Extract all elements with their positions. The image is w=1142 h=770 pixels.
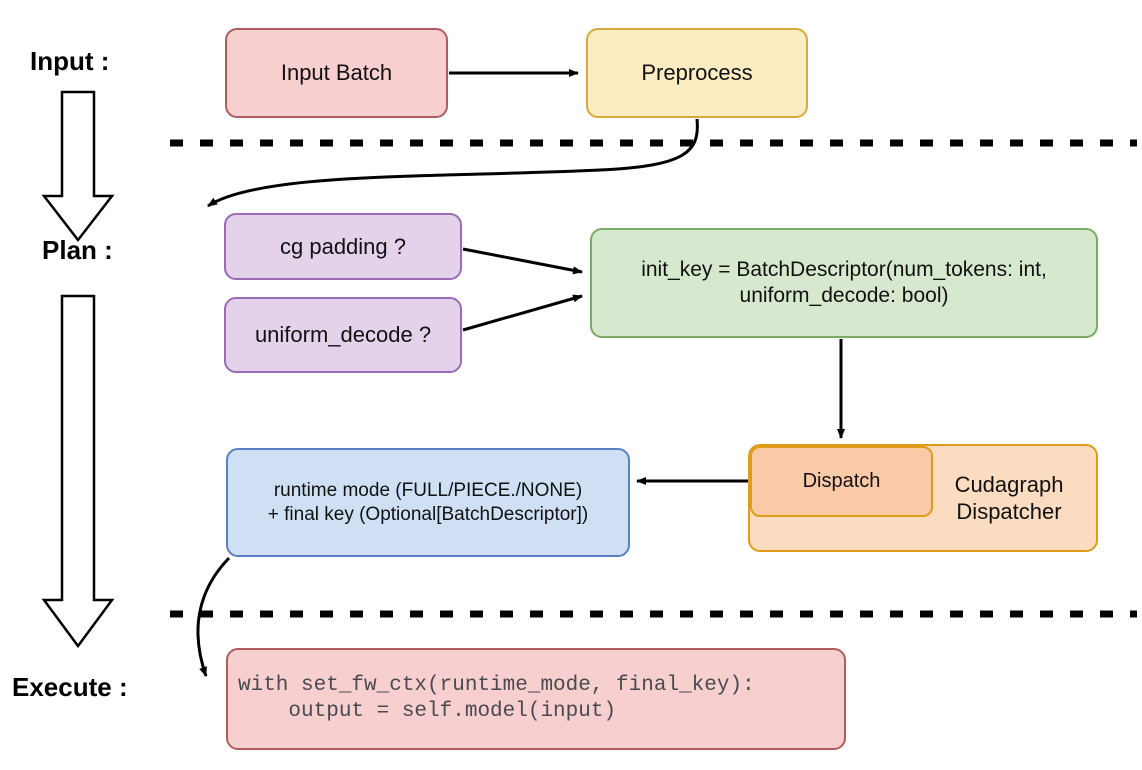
stage-label-plan: Plan : <box>42 235 113 265</box>
big-arrow-input-to-plan <box>41 90 115 243</box>
node-cg-padding-label: cg padding ? <box>280 233 406 259</box>
node-runtime-mode[interactable]: runtime mode (FULL/PIECE./NONE) + final … <box>226 448 630 557</box>
arrow-runtime-to-execute <box>196 556 231 677</box>
big-arrow-plan-to-execute <box>41 294 115 649</box>
stage-label-execute: Execute : <box>12 672 128 702</box>
node-execute-code[interactable]: with set_fw_ctx(runtime_mode, final_key)… <box>226 648 846 750</box>
node-input-batch-label: Input Batch <box>280 60 393 86</box>
node-preprocess-label: Preprocess <box>641 60 753 86</box>
node-cg-padding[interactable]: cg padding ? <box>224 213 462 280</box>
node-dispatch-label: Dispatch <box>802 470 881 492</box>
node-uniform-decode[interactable]: uniform_decode ? <box>224 297 462 373</box>
node-input-batch[interactable]: Input Batch <box>225 28 448 118</box>
arrow-padding-to-initkey <box>462 247 583 275</box>
node-dispatch[interactable]: Dispatch <box>750 446 933 517</box>
node-runtime-mode-label: runtime mode (FULL/PIECE./NONE) + final … <box>267 479 589 525</box>
node-init-key[interactable]: init_key = BatchDescriptor(num_tokens: i… <box>590 228 1098 338</box>
node-preprocess[interactable]: Preprocess <box>586 28 808 118</box>
node-execute-code-label: with set_fw_ctx(runtime_mode, final_key)… <box>238 673 755 723</box>
node-init-key-label: init_key = BatchDescriptor(num_tokens: i… <box>641 257 1047 307</box>
stage-label-input: Input : <box>30 46 110 76</box>
node-uniform-decode-label: uniform_decode ? <box>254 322 432 348</box>
node-cudagraph-dispatcher-label: Cudagraph Dispatcher <box>954 471 1064 525</box>
arrow-preprocess-to-padding <box>207 118 699 208</box>
arrow-uniform-to-initkey <box>462 294 583 332</box>
